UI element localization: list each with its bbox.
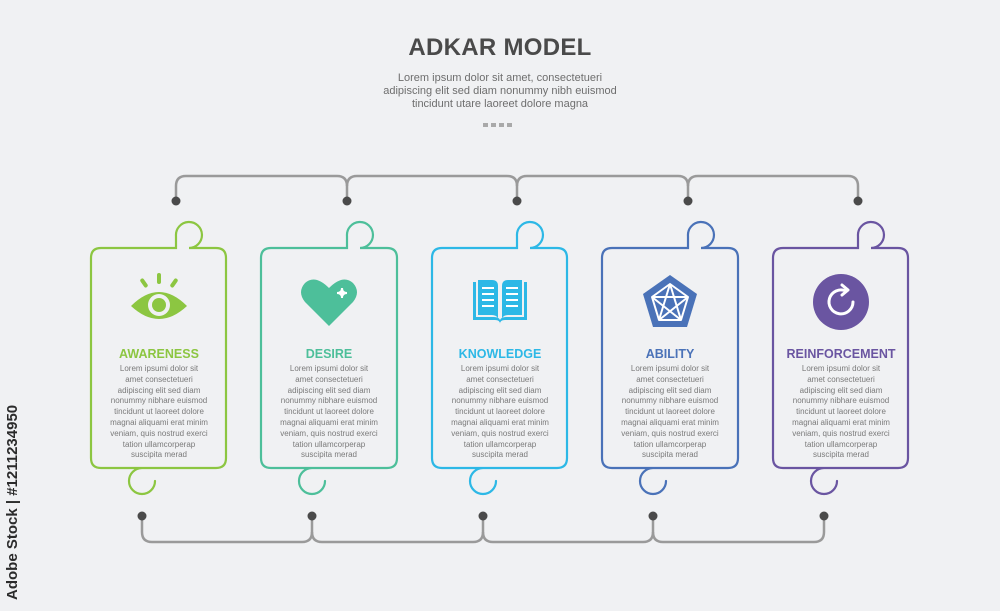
body-line: tation ullamcorperap — [633, 439, 707, 449]
top-connector-2 — [345, 174, 519, 200]
body-line: veniam, quis nostrud exerci — [792, 428, 890, 438]
body-line: tincidunt ut laoreet dolore — [284, 407, 374, 417]
body-line: tation ullamcorperap — [463, 439, 537, 449]
step-body: Lorem ipsumi dolor sit amet consectetuer… — [271, 364, 387, 461]
connector-dot — [512, 196, 522, 206]
body-line: magnai aliquami erat minim — [621, 417, 719, 427]
bottom-connector-1 — [140, 516, 314, 544]
body-line: suscipita merad — [130, 450, 188, 460]
body-line: Lorem ipsumi dolor sit — [801, 364, 881, 373]
body-line: tation ullamcorperap — [804, 439, 878, 449]
body-line: veniam, quis nostrud exerci — [451, 428, 549, 438]
connector-dot — [171, 196, 181, 206]
step-card-desire: DESIRE Lorem ipsumi dolor sit amet conse… — [261, 250, 397, 464]
card-outline-awareness — [89, 220, 228, 496]
body-line: veniam, quis nostrud exerci — [110, 428, 208, 438]
bottom-connector-3 — [481, 516, 655, 544]
body-line: tincidunt ut laoreet dolore — [455, 407, 545, 417]
top-connector-3 — [515, 174, 690, 200]
connector-dot — [478, 511, 488, 521]
connector-dot — [819, 511, 829, 521]
body-line: veniam, quis nostrud exerci — [621, 428, 719, 438]
body-line: adipiscing elit sed diam — [458, 385, 542, 395]
step-body: Lorem ipsumi dolor sit amet consectetuer… — [101, 364, 217, 461]
card-outline-reinforcement — [771, 220, 910, 496]
top-connector-1 — [174, 174, 349, 200]
eye-icon — [129, 272, 189, 332]
step-card-reinforcement: REINFORCEMENT Lorem ipsumi dolor sit ame… — [773, 250, 909, 464]
body-line: nonummy nibhare euismod — [280, 396, 378, 406]
body-line: amet consectetueri — [636, 374, 704, 384]
bottom-connector-2 — [310, 516, 485, 544]
body-line: tincidunt ut laoreet dolore — [625, 407, 715, 417]
body-line: amet consectetueri — [807, 374, 875, 384]
body-line: tation ullamcorperap — [122, 439, 196, 449]
subtitle-line: adipiscing elit sed diam nonummy nibh eu… — [383, 85, 617, 97]
step-heading: DESIRE — [305, 347, 353, 361]
stock-watermark: Adobe Stock | #1211234950 — [4, 404, 21, 600]
body-line: amet consectetueri — [295, 374, 363, 384]
body-line: magnai aliquami erat minim — [451, 417, 549, 427]
body-line: nonummy nibhare euismod — [621, 396, 719, 406]
body-line: magnai aliquami erat minim — [280, 417, 378, 427]
top-connector-4 — [686, 174, 860, 200]
subtitle-line: Lorem ipsum dolor sit amet, consectetuer… — [397, 72, 603, 84]
body-line: tincidunt ut laoreet dolore — [114, 407, 204, 417]
body-line: magnai aliquami erat minim — [792, 417, 890, 427]
body-line: veniam, quis nostrud exerci — [280, 428, 378, 438]
connector-dot — [342, 196, 352, 206]
connector-dot — [853, 196, 863, 206]
body-line: Lorem ipsumi dolor sit — [460, 364, 540, 373]
body-line: adipiscing elit sed diam — [628, 385, 712, 395]
divider-dots — [483, 123, 512, 127]
card-outline-knowledge — [430, 220, 569, 496]
connector-dot — [648, 511, 658, 521]
body-line: nonummy nibhare euismod — [451, 396, 549, 406]
step-heading: AWARENESS — [119, 347, 199, 361]
connector-dot — [137, 511, 147, 521]
body-line: tincidunt ut laoreet dolore — [796, 407, 886, 417]
card-outline-ability — [600, 220, 740, 496]
body-line: adipiscing elit sed diam — [799, 385, 883, 395]
step-card-knowledge: KNOWLEDGE Lorem ipsumi dolor sit amet co… — [432, 250, 568, 464]
body-line: suscipita merad — [641, 450, 699, 460]
body-line: amet consectetueri — [466, 374, 534, 384]
heart-icon — [299, 272, 359, 332]
step-body: Lorem ipsumi dolor sit amet consectetuer… — [612, 364, 728, 461]
step-card-ability: ABILITY Lorem ipsumi dolor sit amet cons… — [602, 250, 738, 464]
step-heading: REINFORCEMENT — [786, 347, 896, 361]
step-body: Lorem ipsumi dolor sit amet consectetuer… — [783, 364, 899, 461]
body-line: nonummy nibhare euismod — [110, 396, 208, 406]
body-line: suscipita merad — [300, 450, 358, 460]
body-line: Lorem ipsumi dolor sit — [119, 364, 199, 373]
step-body: Lorem ipsumi dolor sit amet consectetuer… — [442, 364, 558, 461]
page-title: ADKAR MODEL — [408, 34, 592, 61]
connector-dot — [683, 196, 693, 206]
step-heading: ABILITY — [645, 347, 695, 361]
body-line: suscipita merad — [812, 450, 870, 460]
refresh-icon — [811, 272, 871, 332]
step-card-awareness: AWARENESS Lorem ipsumi dolor sit amet co… — [91, 250, 227, 464]
body-line: magnai aliquami erat minim — [110, 417, 208, 427]
body-line: adipiscing elit sed diam — [287, 385, 371, 395]
pentagon-web-icon — [640, 272, 700, 332]
body-line: amet consectetueri — [125, 374, 193, 384]
body-line: tation ullamcorperap — [292, 439, 366, 449]
subtitle: Lorem ipsum dolor sit amet, consectetuer… — [350, 72, 650, 111]
subtitle-line: tincidunt utare laoreet dolore magna — [411, 98, 589, 110]
step-heading: KNOWLEDGE — [458, 347, 542, 361]
connector-dot — [307, 511, 317, 521]
body-line: nonummy nibhare euismod — [792, 396, 890, 406]
body-line: suscipita merad — [471, 450, 529, 460]
body-line: Lorem ipsumi dolor sit — [630, 364, 710, 373]
bottom-connector-4 — [651, 516, 826, 544]
book-icon — [470, 272, 530, 332]
body-line: Lorem ipsumi dolor sit — [289, 364, 369, 373]
body-line: adipiscing elit sed diam — [117, 385, 201, 395]
card-outline-desire — [259, 220, 399, 496]
